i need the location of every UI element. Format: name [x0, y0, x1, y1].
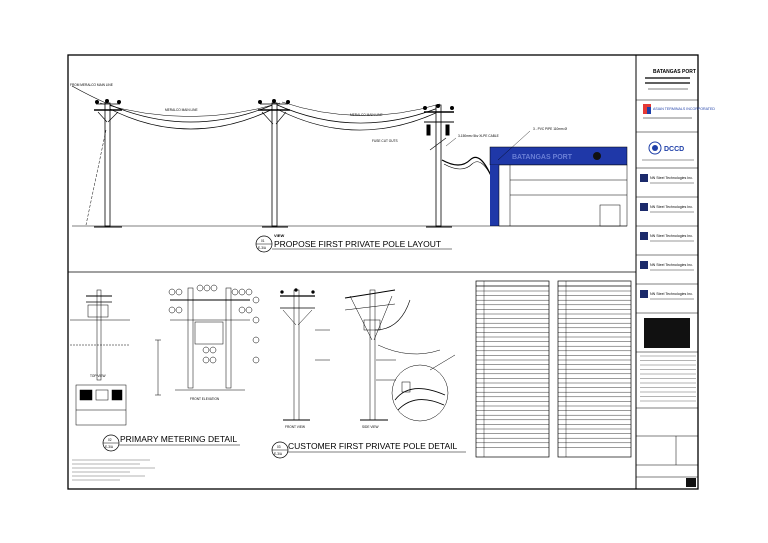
callout-from-main-line: FROM MERALCO MAIN LINE: [70, 83, 113, 87]
contractor-name: NN Steel Technologies Inc.: [650, 205, 693, 209]
project-name: BATANGAS PORT: [653, 69, 696, 75]
contractor-name: NN Steel Technologies Inc.: [650, 263, 693, 267]
contractor-logo-icon: [640, 174, 648, 182]
callout-pvc-pipe: 3 - PVC PIPE 110mm Ø: [533, 127, 567, 131]
contractor-logo-icon: [640, 232, 648, 240]
contractor-logo-icon: [640, 290, 648, 298]
schedule-table-2: [557, 280, 632, 458]
view-ref: E-3/A: [258, 246, 267, 250]
label-side-view: SIDE VIEW: [362, 425, 378, 429]
label-top-view: TOP VIEW: [90, 374, 105, 378]
callout-fuse-cutouts: FUSE CUT OUTS: [372, 139, 398, 143]
label-front-elevation: FRONT ELEVATION: [190, 397, 220, 401]
schedule-table-1: [475, 280, 550, 458]
contractor-logo-icon: [640, 261, 648, 269]
view-title: CUSTOMER FIRST PRIVATE POLE DETAIL: [288, 441, 458, 451]
view-number: 03: [277, 445, 281, 449]
view-prefix: VIEW: [274, 233, 284, 238]
owner-name: ASIAN TERMINALS INCORPORATED: [653, 107, 715, 111]
callout-main-line-2: MERALCO MAIN LINE: [350, 113, 383, 117]
contractor-name: NN Steel Technologies Inc.: [650, 176, 693, 180]
view-ref: E-3/A: [105, 445, 114, 449]
contractor-logo-icon: [640, 203, 648, 211]
view-title: PRIMARY METERING DETAIL: [120, 434, 237, 444]
callout-main-line-1: MERALCO MAIN LINE: [165, 108, 198, 112]
view-title-pole-layout: 01 E-3/A VIEW PROPOSE FIRST PRIVATE POLE…: [255, 233, 452, 253]
contractor-name: NN Steel Technologies Inc.: [650, 234, 693, 238]
view-number: 02: [108, 438, 112, 442]
notes-block: [72, 459, 155, 481]
contractor-name: NN Steel Technologies Inc.: [650, 292, 693, 296]
callout-xlpe-cable: 3-150mm² 5kv XLPE CABLE: [458, 134, 499, 138]
title-block: BATANGAS PORT ASIAN TERMINALS INCORPORAT…: [636, 69, 715, 487]
primary-metering-detail: [70, 284, 260, 426]
label-front-view: FRONT VIEW: [285, 425, 305, 429]
pole-layout-view: [71, 85, 495, 228]
view-ref: E-3/A: [274, 452, 283, 456]
view-title: PROPOSE FIRST PRIVATE POLE LAYOUT: [274, 239, 441, 249]
customer-pole-detail: [280, 288, 456, 422]
insulator-cluster: [168, 284, 260, 364]
building: BATANGAS PORT: [489, 146, 628, 227]
view-number: 01: [261, 239, 265, 243]
consultant-name: DCCD: [664, 146, 684, 153]
view-title-primary-metering: 02 E-3/A PRIMARY METERING DETAIL: [102, 434, 240, 452]
view-title-customer-pole: 03 E-3/A CUSTOMER FIRST PRIVATE POLE DET…: [271, 441, 466, 459]
building-sign: BATANGAS PORT: [512, 154, 573, 161]
contractor-list: NN Steel Technologies Inc. NN Steel Techn…: [636, 174, 698, 314]
